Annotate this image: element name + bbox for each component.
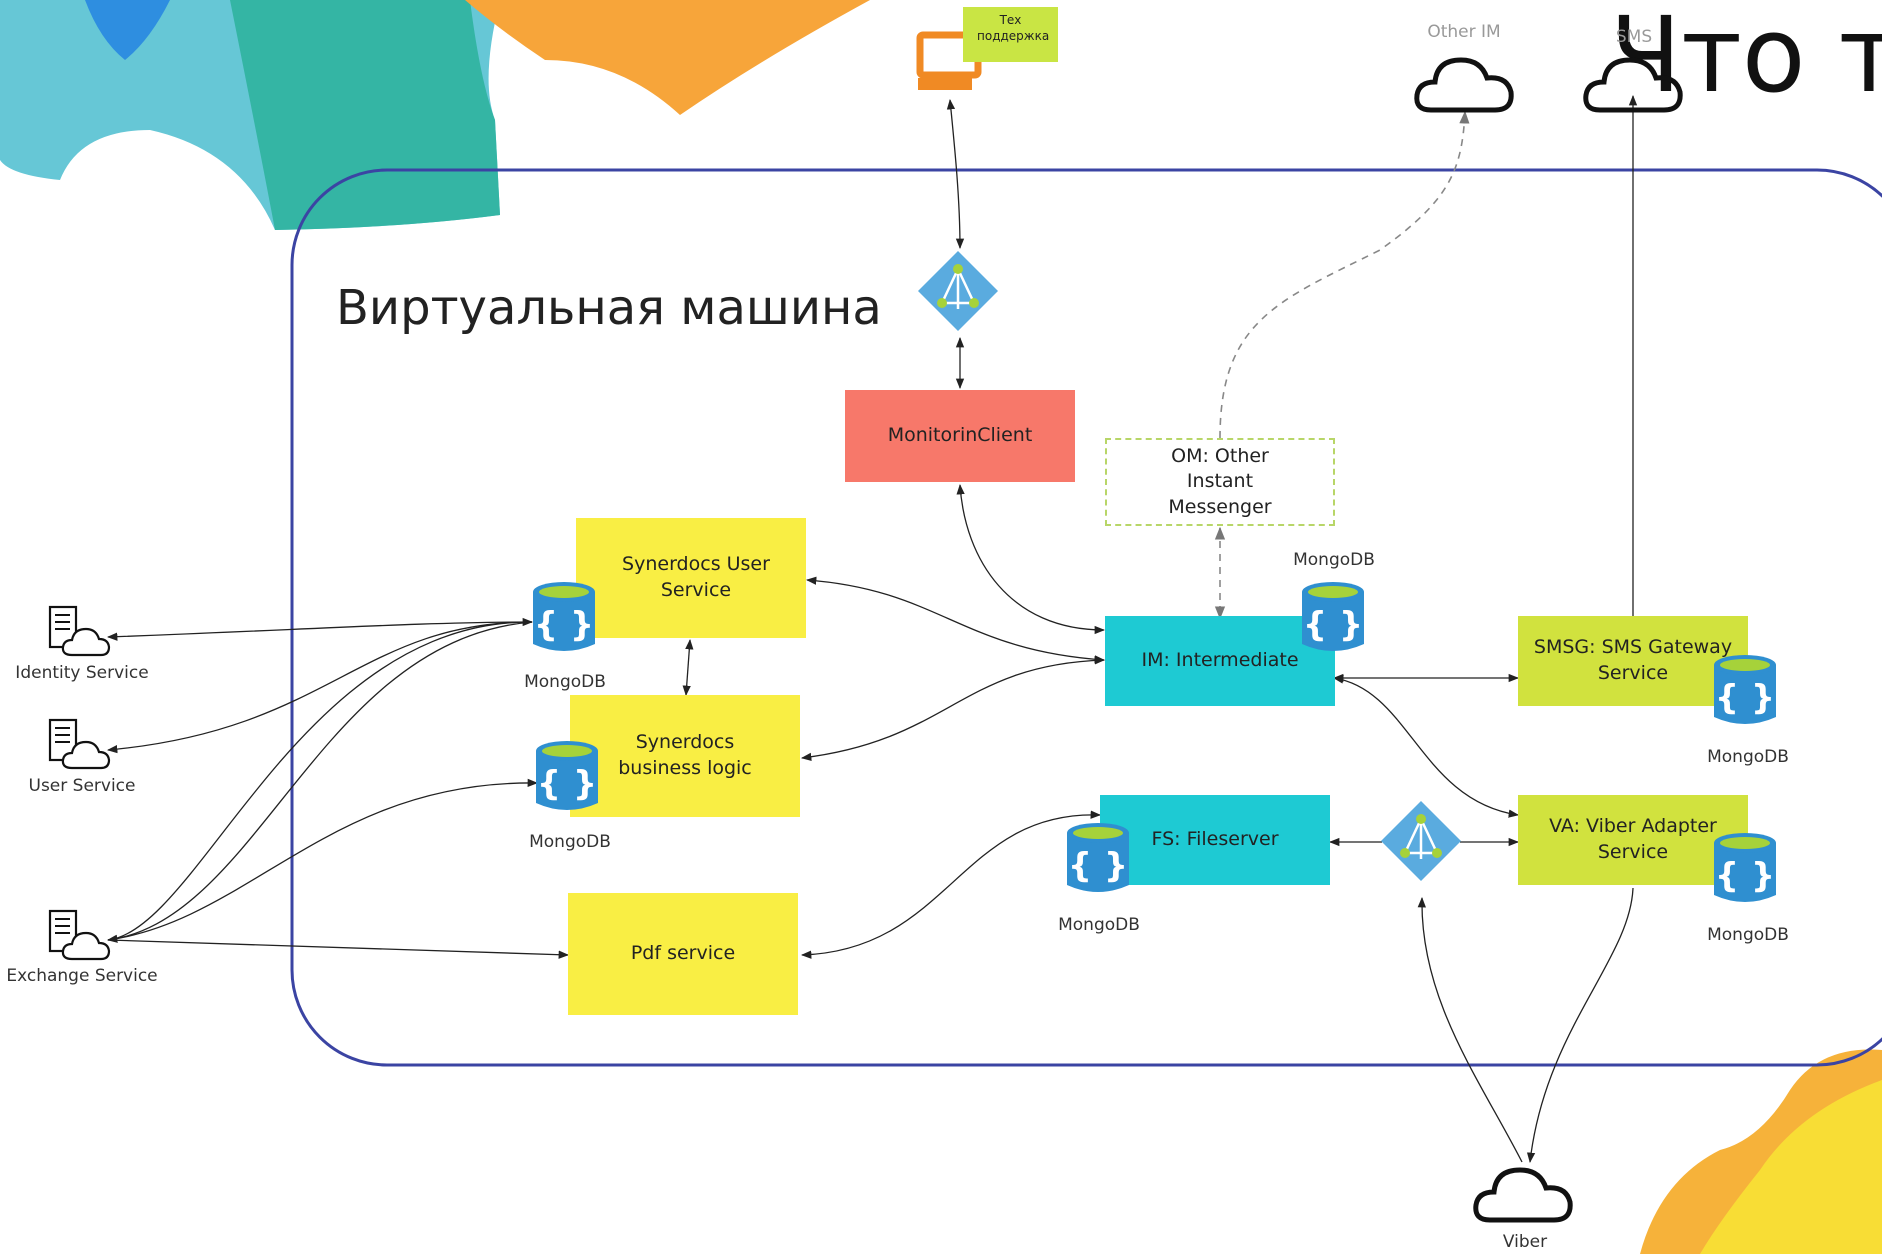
support-gateway-link [946, 98, 965, 250]
orange-shape [465, 0, 870, 115]
user-service-label: User Service [28, 776, 136, 796]
exchange-server-icon [48, 909, 111, 961]
pdf-fs-link [800, 810, 1102, 959]
identity-server-icon [48, 605, 111, 657]
exchange-pdf-link [107, 939, 570, 959]
om-otherim-link [1219, 110, 1470, 439]
user-service-box[interactable]: Synerdocs User Service [576, 518, 806, 638]
slide-title: Что т [1610, 0, 1882, 116]
support-label: Тех поддержка [977, 13, 1050, 43]
sms-label: SMS [1615, 27, 1653, 47]
viber-label: Viber [1502, 1232, 1548, 1252]
business-im-link [800, 656, 1106, 761]
business-logic-box[interactable]: Synerdocs business logic [570, 695, 800, 817]
other-im-label: Other IM [1427, 22, 1501, 42]
im-db-label: MongoDB [1293, 550, 1375, 570]
other-im-cloud-icon [1417, 60, 1511, 110]
va-db-icon [1714, 833, 1776, 902]
user-server-icon [48, 718, 111, 770]
monitor-gateway-icon [916, 249, 1000, 333]
sms-cloud-icon [1586, 60, 1680, 110]
viber-cloud-icon [1476, 1170, 1570, 1220]
business-logic-db-icon [536, 741, 598, 810]
fs-db-label: MongoDB [1058, 915, 1140, 935]
exchange-service-label: Exchange Service [6, 966, 158, 986]
identity-userservice-link [106, 617, 534, 641]
viber-gateway-icon [1379, 799, 1463, 883]
smsg-box[interactable]: SMSG: SMS Gateway Service [1518, 616, 1748, 706]
smsg-db-label: MongoDB [1707, 747, 1789, 767]
user-userservice-link [106, 621, 533, 754]
viber-gateway-link [1417, 896, 1523, 1163]
userservice-im-link [805, 576, 1106, 664]
dark-teal-shape [230, 0, 500, 230]
im-box[interactable]: IM: Intermediate [1105, 616, 1335, 706]
exchange-business-link [106, 778, 539, 943]
identity-service-label: Identity Service [15, 663, 149, 683]
fs-db-icon [1067, 823, 1129, 892]
va-box[interactable]: VA: Viber Adapter Service [1518, 795, 1748, 885]
om-box[interactable]: OM: Other Instant Messenger [1105, 438, 1335, 526]
im-va-link [1332, 675, 1520, 818]
userservice-business-link [682, 638, 694, 697]
support-note [963, 7, 1058, 62]
vm-title: Виртуальная машина [336, 280, 882, 336]
va-viber-link [1526, 887, 1634, 1164]
smsg-db-icon [1714, 655, 1776, 724]
monitor-client-box[interactable]: MonitorinClient [845, 390, 1075, 482]
user-service-db-icon [533, 582, 595, 651]
blue-shape [85, 0, 170, 60]
corner-yellow-shape [1700, 1080, 1882, 1254]
va-db-label: MongoDB [1707, 925, 1789, 945]
im-db-icon [1302, 582, 1364, 651]
pdf-service-box[interactable]: Pdf service [568, 893, 798, 1015]
fs-box[interactable]: FS: Fileserver [1100, 795, 1330, 885]
business-logic-db-label: MongoDB [529, 832, 611, 852]
user-service-db-label: MongoDB [524, 672, 606, 692]
